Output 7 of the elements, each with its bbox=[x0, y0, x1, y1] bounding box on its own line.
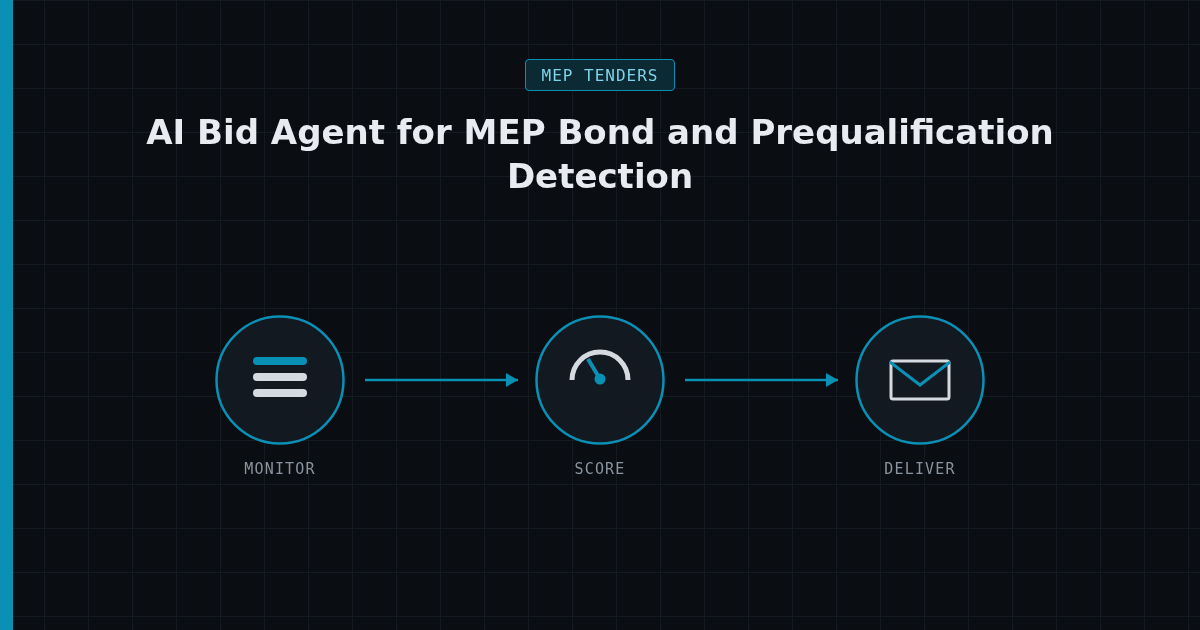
arrow bbox=[365, 373, 518, 387]
arrow bbox=[685, 373, 838, 387]
step-label: MONITOR bbox=[243, 459, 317, 479]
title: AI Bid Agent for MEP Bond and Prequalification Detection bbox=[145, 111, 1055, 198]
step-label: SCORE bbox=[573, 459, 627, 479]
step-label: DELIVER bbox=[883, 459, 957, 479]
category-badge: MEP TENDERS bbox=[525, 59, 675, 91]
